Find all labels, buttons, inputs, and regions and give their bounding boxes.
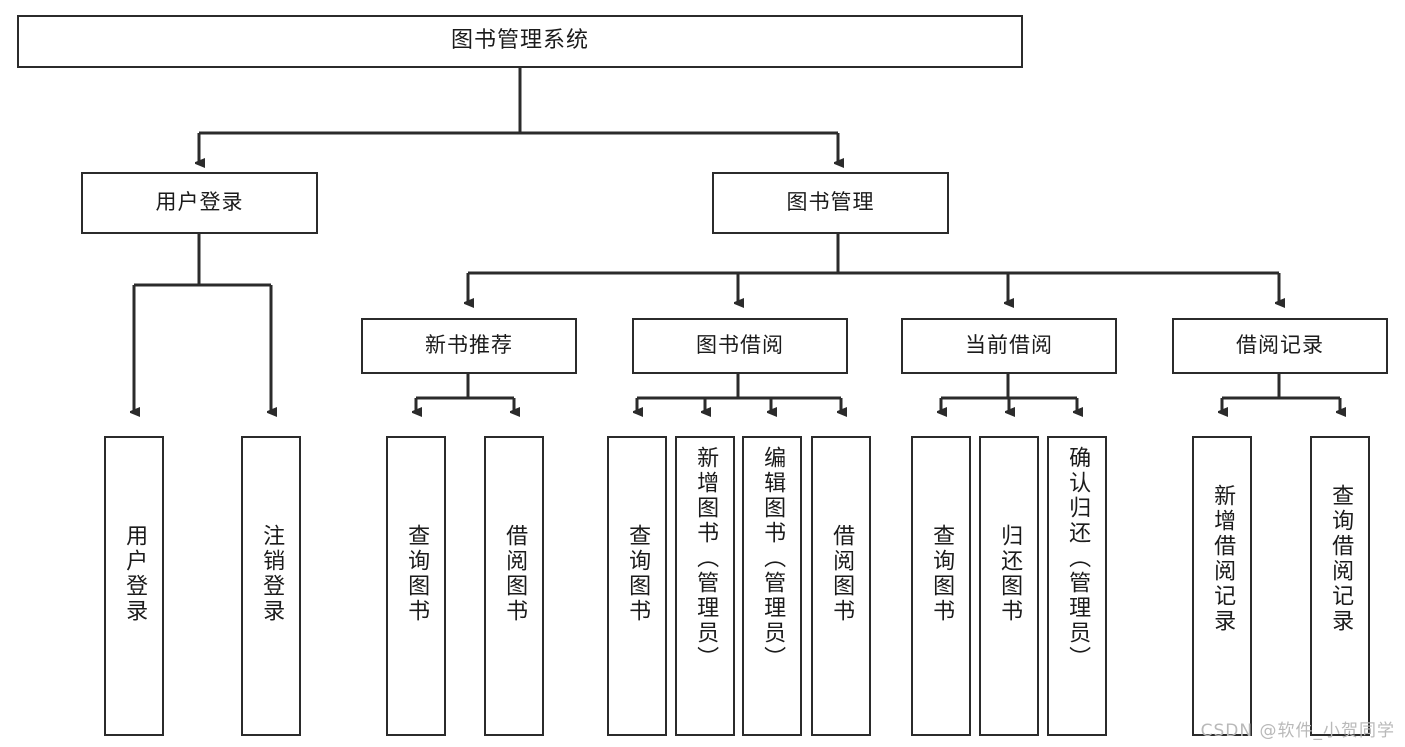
node-leaf-borrow-book-1-label: 借阅图书 — [502, 524, 528, 624]
node-borrow-record-label: 借阅记录 — [1236, 333, 1324, 358]
node-current-borrow[interactable]: 当前借阅 — [901, 318, 1117, 374]
node-leaf-user-logout-label: 注销登录 — [259, 524, 285, 624]
node-root-label: 图书管理系统 — [450, 28, 589, 54]
node-current-borrow-label: 当前借阅 — [965, 333, 1053, 358]
node-leaf-confirm-return[interactable]: 确认归还（管理员） — [1047, 436, 1107, 736]
node-leaf-user-login[interactable]: 用户登录 — [104, 436, 164, 736]
node-book-borrow-label: 图书借阅 — [696, 333, 784, 358]
node-new-book-recommend[interactable]: 新书推荐 — [361, 318, 577, 374]
node-leaf-query-book-2[interactable]: 查询图书 — [607, 436, 667, 736]
node-leaf-query-book-1-label: 查询图书 — [404, 524, 430, 624]
node-leaf-borrow-book-2-label: 借阅图书 — [829, 524, 855, 624]
node-leaf-query-book-1[interactable]: 查询图书 — [386, 436, 446, 736]
node-borrow-record[interactable]: 借阅记录 — [1172, 318, 1388, 374]
node-leaf-return-book[interactable]: 归还图书 — [979, 436, 1039, 736]
node-leaf-query-book-2-label: 查询图书 — [625, 524, 651, 624]
node-leaf-confirm-return-label: 确认归还（管理员） — [1065, 446, 1091, 671]
node-leaf-add-book-label: 新增图书（管理员） — [693, 446, 719, 671]
node-leaf-query-record-label: 查询借阅记录 — [1328, 484, 1354, 634]
node-leaf-edit-book-label: 编辑图书（管理员） — [760, 446, 786, 671]
node-book-borrow[interactable]: 图书借阅 — [632, 318, 848, 374]
node-leaf-add-record-label: 新增借阅记录 — [1210, 484, 1236, 634]
node-user-login-label: 用户登录 — [155, 190, 244, 215]
node-leaf-borrow-book-2[interactable]: 借阅图书 — [811, 436, 871, 736]
node-book-manage-label: 图书管理 — [786, 190, 875, 215]
node-leaf-query-book-3[interactable]: 查询图书 — [911, 436, 971, 736]
node-leaf-query-record[interactable]: 查询借阅记录 — [1310, 436, 1370, 736]
node-root[interactable]: 图书管理系统 — [17, 15, 1023, 68]
node-leaf-return-book-label: 归还图书 — [997, 524, 1023, 624]
node-leaf-query-book-3-label: 查询图书 — [929, 524, 955, 624]
node-leaf-user-login-label: 用户登录 — [122, 524, 148, 624]
node-leaf-add-record[interactable]: 新增借阅记录 — [1192, 436, 1252, 736]
csdn-watermark: CSDN @软件_小贺同学 — [1200, 721, 1395, 741]
node-leaf-add-book[interactable]: 新增图书（管理员） — [675, 436, 735, 736]
node-user-login[interactable]: 用户登录 — [81, 172, 318, 234]
node-leaf-user-logout[interactable]: 注销登录 — [241, 436, 301, 736]
node-leaf-edit-book[interactable]: 编辑图书（管理员） — [742, 436, 802, 736]
node-book-manage[interactable]: 图书管理 — [712, 172, 949, 234]
node-leaf-borrow-book-1[interactable]: 借阅图书 — [484, 436, 544, 736]
node-new-book-recommend-label: 新书推荐 — [425, 333, 513, 358]
